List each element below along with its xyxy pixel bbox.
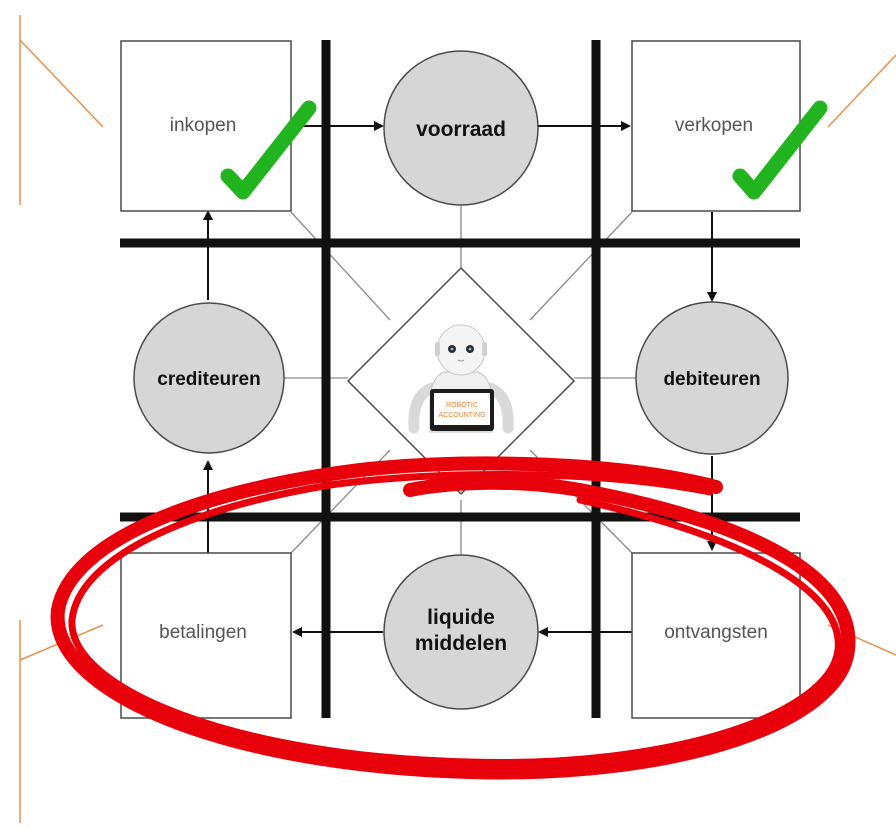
- circle-debiteuren: debiteuren: [635, 301, 789, 455]
- box-inkopen-label: inkopen: [170, 115, 237, 136]
- circle-crediteuren-label: crediteuren: [157, 369, 260, 390]
- connector-verkopen-diamond: [529, 211, 633, 321]
- circle-crediteuren: crediteuren: [133, 302, 285, 454]
- highlight-ellipse: [50, 456, 856, 780]
- box-ontvangsten: ontvangsten: [631, 552, 801, 719]
- box-verkopen-label: verkopen: [675, 115, 753, 136]
- corner-line-topleft-diagonal: [19, 39, 104, 128]
- checkmark-icon-inkopen: [220, 100, 317, 200]
- robot-head-ear-left: [435, 342, 440, 356]
- robot-screen-text-line2: ACCOUNTING: [438, 412, 485, 419]
- box-inkopen: inkopen: [120, 40, 292, 212]
- circle-liquide-label-line2: middelen: [415, 632, 507, 655]
- connector-inkopen-diamond: [290, 211, 391, 321]
- robot-arm-left: [408, 382, 438, 434]
- checkmark-icon-verkopen: [732, 100, 828, 200]
- robot-screen-text-line1: ROBOTIC: [446, 402, 478, 409]
- circle-liquide-label-line1: liquide: [427, 606, 495, 629]
- robot-head-ear-right: [482, 342, 487, 356]
- robot-mouth: [457, 359, 465, 362]
- circle-liquide-middelen: liquide middelen: [383, 554, 539, 710]
- box-verkopen: verkopen: [631, 40, 801, 212]
- box-ontvangsten-label: ontvangsten: [664, 622, 768, 643]
- circle-voorraad: voorraad: [383, 50, 539, 206]
- highlight-ink-dot: [294, 745, 298, 749]
- robot-arm-right: [484, 382, 514, 434]
- circle-debiteuren-label: debiteuren: [663, 369, 760, 390]
- robot-head: [436, 324, 486, 376]
- box-betalingen-label: betalingen: [159, 622, 247, 643]
- circle-voorraad-label: voorraad: [416, 118, 506, 141]
- robot-illustration: ROBOTIC ACCOUNTING: [408, 324, 514, 434]
- box-betalingen: betalingen: [120, 552, 292, 719]
- robot-tablet-screen: [434, 393, 490, 425]
- corner-line-topright-diagonal: [827, 54, 896, 128]
